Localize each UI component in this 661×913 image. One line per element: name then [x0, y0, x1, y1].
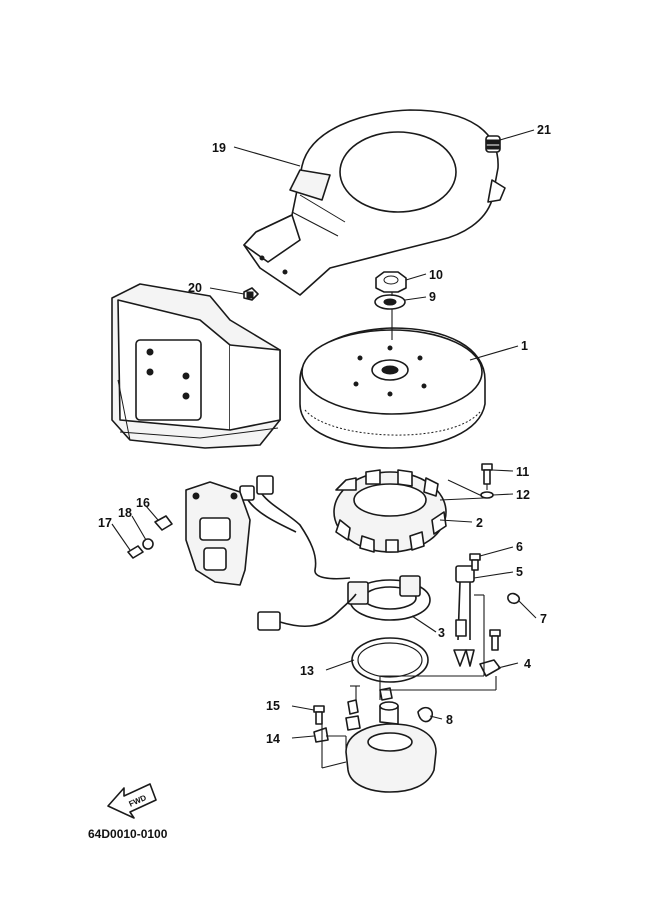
- callout-21: 21: [537, 123, 551, 137]
- callout-7: 7: [540, 612, 547, 626]
- callout-17: 17: [98, 516, 112, 530]
- o-ring-part-13[interactable]: [351, 637, 429, 683]
- callout-6: 6: [516, 540, 523, 554]
- stator-bolt-part-11[interactable]: [481, 463, 493, 485]
- callout-8: 8: [446, 713, 453, 727]
- crankcase-bracket: [185, 481, 251, 586]
- flywheel-cover-part-19[interactable]: [243, 109, 506, 296]
- callout-4: 4: [524, 657, 531, 671]
- callout-labels: 19 21 10 9 20 1 11 12 2 6 5 7 4 3 13 8 1…: [98, 123, 551, 746]
- callout-10: 10: [429, 268, 443, 282]
- callout-5: 5: [516, 565, 523, 579]
- washer-part-18[interactable]: [142, 538, 154, 550]
- stator-wire-harness: [239, 475, 351, 580]
- powerhead-block: [111, 283, 281, 449]
- cover-bolt-part-20[interactable]: [243, 287, 259, 301]
- flywheel-part-1[interactable]: [299, 327, 486, 449]
- forward-direction-arrow-icon: FWD: [107, 783, 157, 819]
- flywheel-washer-part-9[interactable]: [374, 294, 406, 310]
- callout-11: 11: [516, 465, 529, 479]
- stator-washer-part-12[interactable]: [480, 491, 494, 499]
- callout-12: 12: [516, 488, 530, 502]
- clamp-part-14[interactable]: [313, 727, 329, 743]
- callout-15: 15: [266, 699, 280, 713]
- screw-part-17[interactable]: [127, 545, 144, 559]
- callout-18: 18: [118, 506, 132, 520]
- stator-assembly-part-2[interactable]: [333, 469, 447, 553]
- screw-part-15[interactable]: [313, 705, 325, 725]
- callout-leaders: [111, 129, 537, 739]
- callout-20: 20: [188, 281, 202, 295]
- pulser-coil-part-3[interactable]: [257, 575, 431, 631]
- plate-part-16[interactable]: [154, 515, 173, 531]
- callout-3: 3: [438, 626, 445, 640]
- bearing-housing-base: [345, 701, 437, 793]
- flywheel-nut-part-10[interactable]: [375, 271, 407, 293]
- callout-16: 16: [136, 496, 150, 510]
- clip-part-7[interactable]: [507, 592, 521, 605]
- callout-9: 9: [429, 290, 436, 304]
- callout-2: 2: [476, 516, 483, 530]
- plug-part-8[interactable]: [417, 706, 434, 723]
- callout-19: 19: [212, 141, 226, 155]
- callout-13: 13: [300, 664, 314, 678]
- screw-part-6[interactable]: [469, 553, 481, 571]
- assembly-guide-lines: [321, 292, 497, 769]
- clamp-part-4[interactable]: [479, 629, 501, 677]
- ground-lead-part-5[interactable]: [453, 565, 475, 667]
- diagram-code: 64D0010-0100: [88, 827, 168, 841]
- grommet-part-21[interactable]: [485, 135, 501, 153]
- callout-14: 14: [266, 732, 280, 746]
- callout-1: 1: [521, 339, 528, 353]
- connector-bracket: [345, 687, 393, 731]
